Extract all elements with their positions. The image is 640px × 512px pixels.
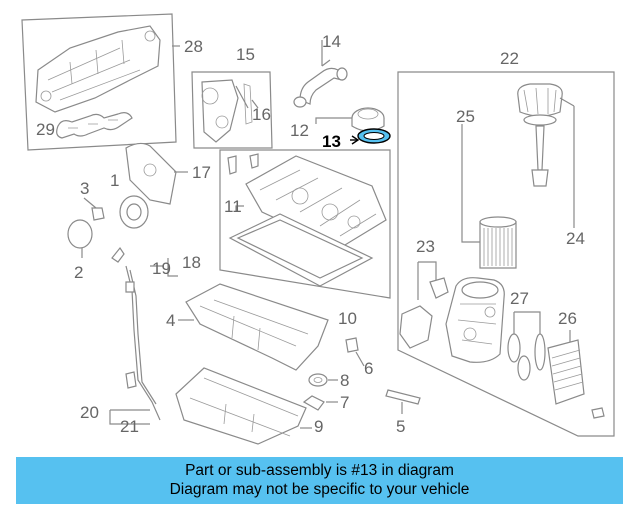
callout-20[interactable]: 20 xyxy=(80,403,99,422)
drain-plug-seal xyxy=(308,373,328,387)
callout-23[interactable]: 23 xyxy=(416,237,435,256)
callout-9[interactable]: 9 xyxy=(314,417,323,436)
breather-hose-group xyxy=(293,40,348,108)
callout-5[interactable]: 5 xyxy=(396,417,405,436)
callout-28[interactable]: 28 xyxy=(184,37,203,56)
timing-cover xyxy=(201,79,239,143)
oil-cap-group xyxy=(315,107,391,145)
callout-12[interactable]: 12 xyxy=(290,121,309,140)
callout-7[interactable]: 7 xyxy=(340,393,349,412)
callout-14[interactable]: 14 xyxy=(322,32,341,51)
housing-gasket xyxy=(399,305,433,349)
oil-filter-housing-group xyxy=(397,71,615,437)
pulley-bolt xyxy=(91,207,105,221)
timing-cover-group xyxy=(191,71,273,149)
callout-18[interactable]: 18 xyxy=(182,253,201,272)
banner-line-2: Diagram may not be specific to your vehi… xyxy=(169,481,470,498)
oil-filter-element xyxy=(479,221,517,269)
callout-17[interactable]: 17 xyxy=(192,163,211,182)
callout-10[interactable]: 10 xyxy=(338,309,357,328)
callout-16[interactable]: 16 xyxy=(252,105,271,124)
intake-manifold-panel xyxy=(21,13,177,151)
info-banner: Part or sub-assembly is #13 in diagram D… xyxy=(16,457,623,504)
front-seal-cover xyxy=(125,142,177,205)
callout-8[interactable]: 8 xyxy=(340,371,349,390)
callout-labels: 28 15 14 22 16 12 13 29 25 17 3 1 11 24 … xyxy=(36,32,585,436)
callout-26[interactable]: 26 xyxy=(558,309,577,328)
oil-cooler xyxy=(547,339,585,405)
sealing-plug xyxy=(67,219,93,249)
o-ring-2 xyxy=(517,355,531,381)
callout-29[interactable]: 29 xyxy=(36,120,55,139)
o-ring-1 xyxy=(507,333,521,363)
filter-housing xyxy=(445,277,505,363)
callout-4[interactable]: 4 xyxy=(166,311,175,330)
oil-filter-panel xyxy=(397,71,615,437)
banner-line-1: Part or sub-assembly is #13 in diagram xyxy=(185,462,454,479)
intake-manifold-group xyxy=(21,13,177,151)
callout-21[interactable]: 21 xyxy=(120,417,139,436)
callout-6[interactable]: 6 xyxy=(364,359,373,378)
valve-cover-group xyxy=(219,149,391,299)
intake-manifold xyxy=(35,25,161,113)
o-ring-3 xyxy=(534,333,546,371)
valve-cover xyxy=(245,155,387,249)
sensor-bracket xyxy=(385,389,421,405)
callout-19[interactable]: 19 xyxy=(152,259,171,278)
callout-24[interactable]: 24 xyxy=(566,229,585,248)
callout-1[interactable]: 1 xyxy=(110,171,119,190)
parts-diagram: 28 15 14 22 16 12 13 29 25 17 3 1 11 24 … xyxy=(21,13,615,445)
dipstick-handle xyxy=(111,246,125,263)
callout-11[interactable]: 11 xyxy=(224,197,242,216)
timing-cover-panel xyxy=(191,71,273,149)
valve-cover-panel xyxy=(219,149,391,299)
callout-25[interactable]: 25 xyxy=(456,107,475,126)
callout-27[interactable]: 27 xyxy=(510,289,529,308)
callout-3[interactable]: 3 xyxy=(80,179,89,198)
oil-drain-plug xyxy=(345,337,359,353)
front-parts-group xyxy=(67,142,188,425)
oil-pan-lower xyxy=(175,367,307,445)
level-sensor-seal xyxy=(302,395,325,411)
intake-gasket xyxy=(56,112,133,139)
callout-22[interactable]: 22 xyxy=(500,49,519,68)
oil-pan-upper xyxy=(185,283,329,371)
breather-hose xyxy=(299,67,345,105)
oil-pan-group xyxy=(175,283,421,445)
filter-cap xyxy=(517,83,563,117)
callout-13-highlighted[interactable]: 13 xyxy=(322,132,341,151)
callout-2[interactable]: 2 xyxy=(74,263,83,282)
callout-15[interactable]: 15 xyxy=(236,45,255,64)
